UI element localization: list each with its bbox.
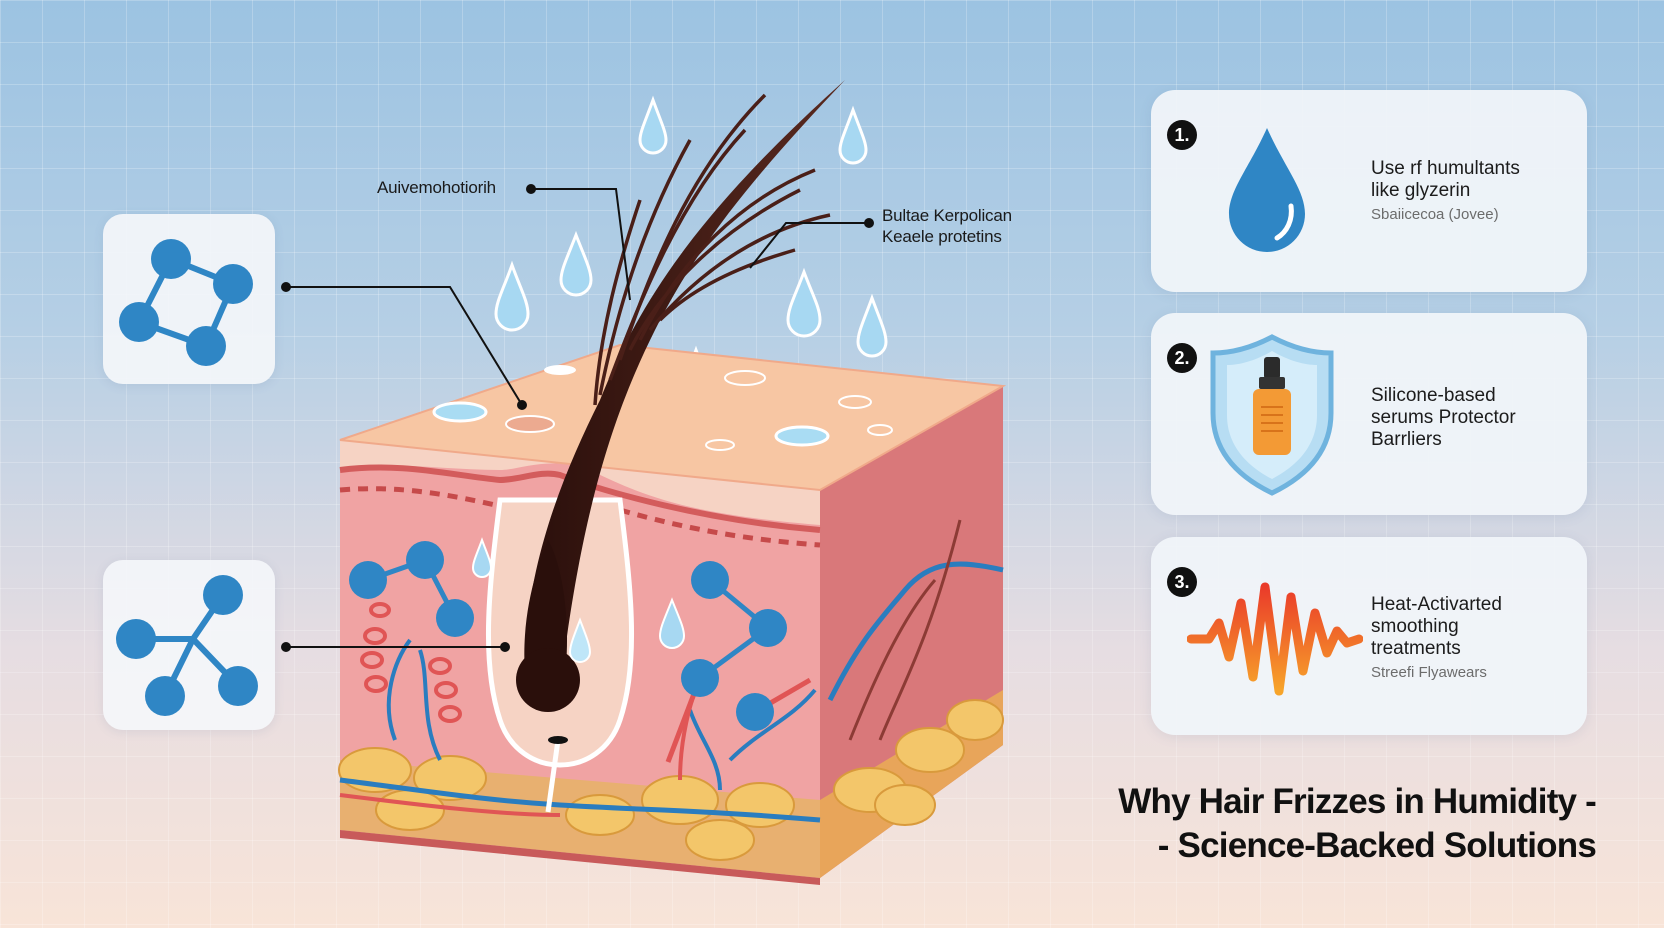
callout-right-line2: Keaele protetins — [882, 227, 1002, 246]
water-drop-icon — [838, 105, 868, 165]
solution-card-humectants: 1. Use rf humultants like glyzerin Sbaii… — [1151, 90, 1587, 292]
callout-right-line1: Bultae Kerpolican — [882, 206, 1012, 225]
callout-left-text: Auivemohotiorih — [377, 178, 496, 197]
water-drop-icon — [1229, 128, 1305, 252]
leader-lines — [281, 184, 874, 652]
solution-line: Silicone-based — [1371, 385, 1496, 406]
molecule-ring-icon — [119, 239, 253, 366]
solution-subtext: Sbaiicecoa (Jovee) — [1371, 206, 1499, 223]
heat-wave-icon — [1187, 582, 1363, 696]
water-drop-icon — [786, 267, 822, 338]
water-drop-icon — [638, 95, 668, 155]
shield-serum-icon — [1210, 334, 1334, 496]
page-title: Why Hair Frizzes in Humidity - - Science… — [1118, 780, 1597, 868]
hair-strand — [516, 80, 845, 813]
water-drop-icon — [559, 230, 593, 297]
skin-block-top — [340, 345, 1003, 490]
water-molecules-dermis — [349, 541, 812, 763]
callout-left-label: Auivemohotiorih — [377, 177, 496, 198]
title-line2: - Science-Backed Solutions — [1157, 826, 1597, 865]
solution-text: Heat-Activarted smoothing treatments Str… — [1371, 594, 1502, 684]
molecule-card-branch — [103, 560, 275, 730]
solution-text: Use rf humultants like glyzerin Sbaiicec… — [1371, 158, 1520, 226]
callout-right-label: Bultae Kerpolican Keaele protetins — [882, 205, 1012, 247]
solution-text: Silicone-based serums Protector Barrlier… — [1371, 385, 1516, 451]
step-number-badge: 2. — [1167, 343, 1197, 373]
step-number-badge: 3. — [1167, 567, 1197, 597]
skin-pores — [432, 365, 893, 451]
solution-line: Use rf humultants — [1371, 158, 1520, 179]
water-drop-icon — [856, 293, 888, 358]
water-drop-icon — [494, 260, 530, 332]
solution-card-silicone: 2. Silicone-based serums Protector Barrl… — [1151, 313, 1587, 515]
solution-line: Heat-Activarted — [1371, 594, 1502, 615]
step-number-badge: 1. — [1167, 120, 1197, 150]
solution-subtext: Streefi Flyawears — [1371, 664, 1487, 681]
water-drops — [494, 95, 888, 409]
solution-line: treatments — [1371, 638, 1461, 659]
sebaceous-gland-dots — [360, 602, 462, 723]
solution-line: like glyzerin — [1371, 180, 1471, 201]
solution-line: smoothing — [1371, 616, 1459, 637]
title-line1: Why Hair Frizzes in Humidity - — [1118, 782, 1597, 821]
fat-cells-side — [833, 699, 1004, 826]
solution-card-heat: 3. Heat-Activarted smoothing treatments … — [1151, 537, 1587, 735]
solution-line: serums Protector — [1371, 407, 1516, 428]
molecule-branch-icon — [116, 575, 258, 716]
molecule-card-ring — [103, 214, 275, 384]
solution-line: Barrliers — [1371, 429, 1442, 450]
